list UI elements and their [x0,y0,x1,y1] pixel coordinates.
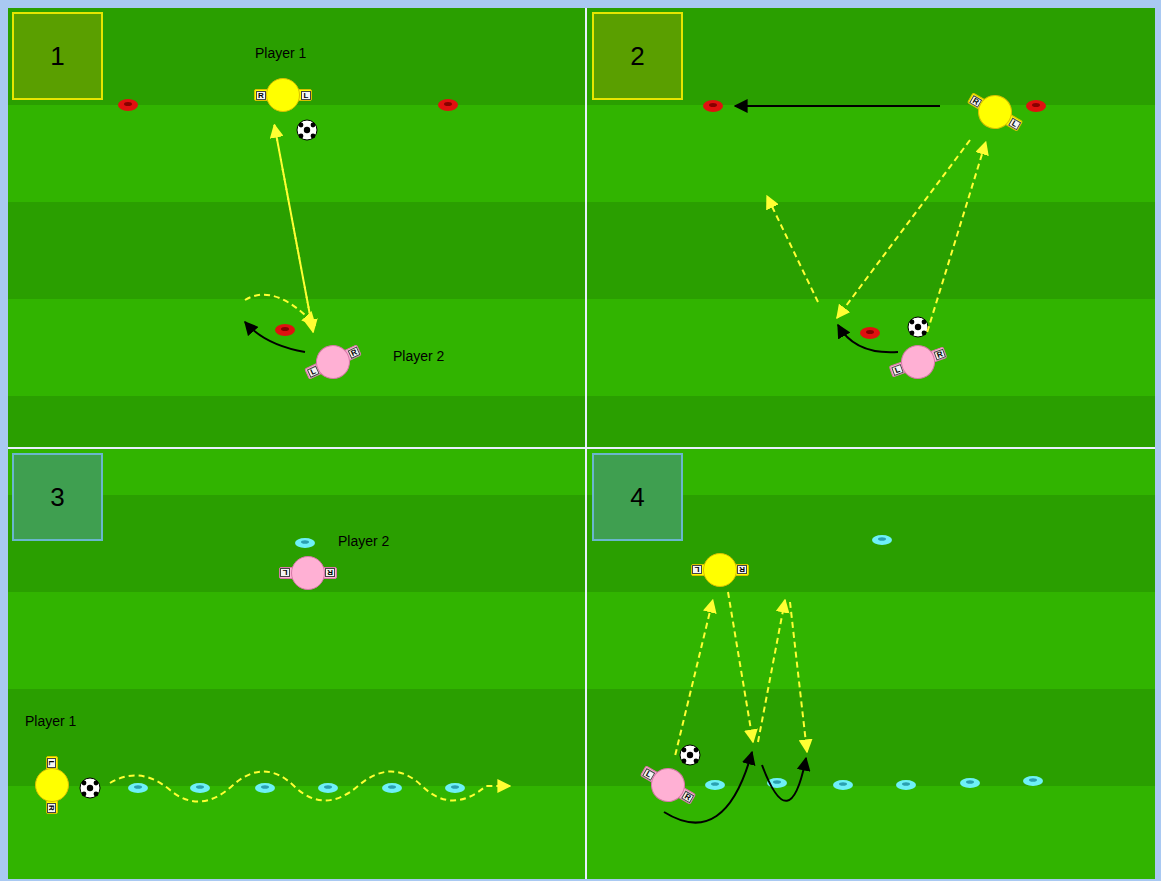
player-body: LR [22,755,82,815]
player-body: LR [880,324,957,401]
player-circle [703,553,737,587]
panel-number-box: 2 [592,12,683,100]
player-label: Player 1 [255,45,306,61]
arm-tag: R [256,91,266,100]
arm-side-letter: L [48,761,56,766]
player-circle [266,78,300,112]
player-figure: Player 1RL [253,65,313,125]
player-label: Player 2 [393,348,444,364]
arm-side-letter: L [1011,119,1019,128]
arm-tag: R [47,803,56,813]
panel-number: 2 [630,41,644,72]
player-label: Player 2 [338,533,389,549]
player-figure: Player 2RL [278,543,338,603]
arm-side-letter: R [258,92,264,100]
player-circle [35,768,69,802]
player-circle [896,340,940,384]
panel-number: 3 [50,482,64,513]
player-figure: Player 2LR [303,332,363,392]
panel-number: 1 [50,41,64,72]
arm-side-letter: R [48,805,56,811]
arm-side-letter: R [350,348,359,358]
player-body: LR [293,322,373,402]
player-figure: LR [888,332,948,392]
panel-number-box: 4 [592,453,683,541]
player-body: RL [954,71,1036,153]
arm-tag: L [280,568,290,577]
player-circle [291,556,325,590]
arm-side-letter: L [304,92,309,100]
arm-tag: R [934,349,946,361]
arm-tag: R [737,565,747,574]
player-body: RL [253,65,313,125]
arm-tag: L [692,565,702,574]
panel-number-box: 3 [12,453,103,541]
pass-arrow [675,600,712,755]
arm-side-letter: R [683,792,692,802]
arm-side-letter: L [695,566,700,574]
pass-arrow [927,142,986,332]
pass-arrow [274,125,313,332]
player-figure: RL [965,82,1025,142]
arm-side-letter: R [936,350,944,359]
player-circle [310,339,355,384]
player-body: LR [627,744,709,826]
panel-number-box: 1 [12,12,103,100]
player-figure: Player 1LR [22,755,82,815]
panel-number: 4 [630,482,644,513]
player-body: RL [278,543,338,603]
arm-side-letter: L [894,365,901,374]
pass-arrow [274,125,313,332]
arm-tag: L [47,758,56,768]
arm-tag: R [325,568,335,577]
player-figure: RL [690,540,750,600]
arm-side-letter: L [283,569,288,577]
player-body: RL [690,540,750,600]
arm-tag: L [301,91,311,100]
arm-side-letter: R [327,569,333,577]
player-figure: LR [638,755,698,815]
player-label: Player 1 [25,713,76,729]
arm-side-letter: L [309,367,317,376]
arm-side-letter: R [739,566,745,574]
